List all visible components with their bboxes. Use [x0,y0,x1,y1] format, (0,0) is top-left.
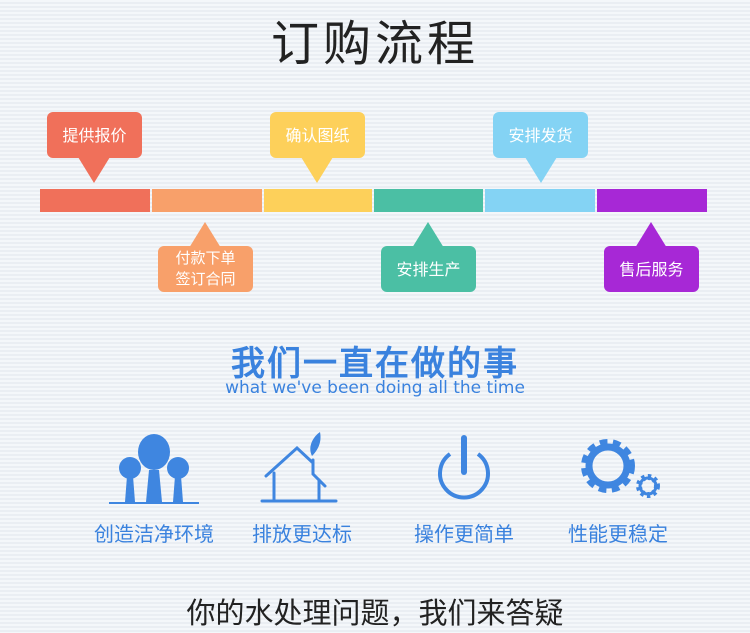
trees-icon [109,434,199,504]
feature-label: 操作更简单 [414,522,514,546]
feature-easy-operation: 操作更简单 [384,428,544,547]
callout-pointer [189,222,221,248]
callout-pointer [635,222,667,248]
step-callout-3: 确认图纸 [270,112,365,158]
timeline-segment-4 [374,189,483,212]
feature-label: 性能更稳定 [568,522,668,546]
feature-emission: 排放更达标 [222,428,382,547]
timeline-segment-6 [597,189,707,212]
callout-pointer [525,157,557,183]
callout-pointer [412,222,444,248]
gears-icon [581,439,660,498]
step-callout-5: 安排发货 [493,112,588,158]
footer-slogan: 你的水处理问题，我们来答疑 [186,596,564,630]
step-callout-1: 提供报价 [47,112,142,158]
timeline-segment-2 [152,189,262,212]
feature-stable-performance: 性能更稳定 [538,428,698,547]
section-subheading: what we've been doing all the time [225,378,525,398]
power-icon [438,435,490,500]
callout-pointer [78,157,110,183]
feature-label: 排放更达标 [252,522,352,546]
house-leaf-icon [260,432,338,503]
step-callout-6: 售后服务 [604,246,699,292]
step-callout-4: 安排生产 [381,246,476,292]
feature-label: 创造洁净环境 [94,522,214,546]
timeline-segment-5 [485,189,595,212]
timeline-segment-3 [264,189,372,212]
page-title: 订购流程 [270,16,479,72]
section-heading: 我们一直在做的事 [231,344,519,384]
feature-clean-environment: 创造洁净环境 [74,428,234,547]
step-callout-2: 付款下单 签订合同 [158,246,253,292]
callout-pointer [301,157,333,183]
timeline-segment-1 [40,189,150,212]
